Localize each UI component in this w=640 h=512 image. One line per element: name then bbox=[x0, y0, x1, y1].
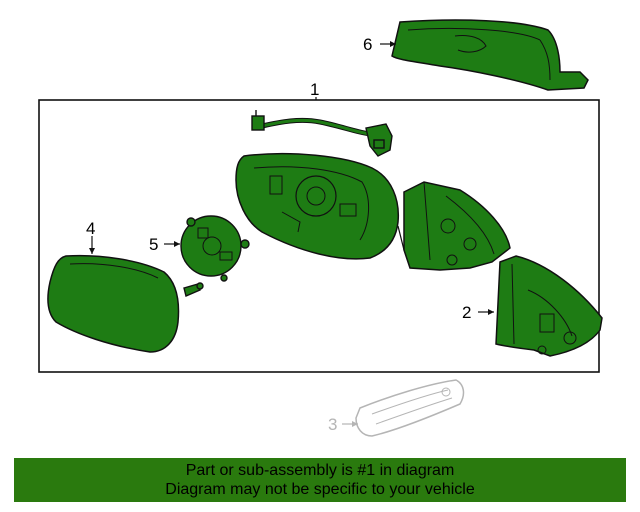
glass-arrowhead bbox=[89, 248, 95, 254]
callout-6: 6 bbox=[363, 35, 372, 54]
cover-arrowhead bbox=[488, 309, 494, 315]
callout-5: 5 bbox=[149, 235, 158, 254]
mirror-cap-part bbox=[391, 19, 589, 91]
callout-1: 1 bbox=[310, 80, 319, 99]
signal-lamp-part bbox=[355, 379, 465, 437]
callout-2: 2 bbox=[462, 303, 471, 322]
mirror-motor-part bbox=[180, 215, 250, 297]
mirror-housing-part bbox=[235, 152, 511, 271]
lower-cover-part bbox=[495, 255, 603, 357]
banner-line-2: Diagram may not be specific to your vehi… bbox=[165, 481, 475, 498]
motor-arrowhead bbox=[174, 241, 180, 247]
lamp-arrowhead bbox=[352, 421, 358, 427]
callout-3: 3 bbox=[328, 415, 337, 434]
callout-4: 4 bbox=[86, 219, 95, 238]
banner-line-1: Part or sub-assembly is #1 in diagram bbox=[185, 462, 455, 479]
wiring-harness-part bbox=[251, 110, 393, 157]
mirror-glass-part bbox=[47, 254, 180, 353]
assembly-frame bbox=[38, 99, 600, 373]
assembly-notice-banner: Part or sub-assembly is #1 in diagram Di… bbox=[14, 458, 626, 502]
cap-arrowhead bbox=[390, 41, 396, 47]
